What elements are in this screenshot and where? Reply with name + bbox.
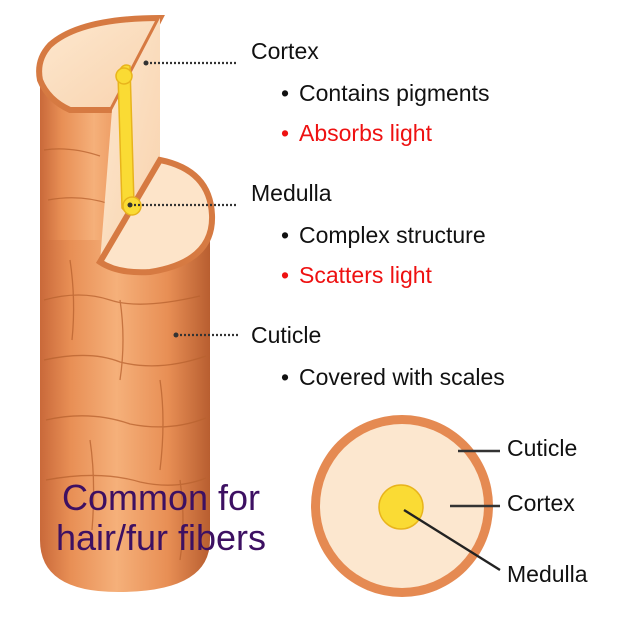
cortex-bullet-2: Absorbs light (281, 120, 432, 146)
cylinder-lower-body (40, 220, 210, 592)
cross-section (311, 415, 501, 597)
top-cut-face (36, 14, 165, 113)
caption-line-2: hair/fur fibers (55, 517, 267, 558)
medulla-bullet-2: Scatters light (281, 262, 432, 288)
cuticle-title: Cuticle (251, 322, 322, 348)
cross-medulla-leader (403, 508, 501, 572)
cross-medulla-disk (378, 484, 424, 530)
leader-lines-3d (130, 61, 238, 337)
cuticle-scales (43, 148, 207, 561)
medulla-title: Medulla (251, 180, 332, 206)
caption: Common for hair/fur fibers (26, 478, 296, 558)
fiber-3d (36, 14, 216, 592)
cross-medulla-label: Medulla (507, 561, 588, 587)
cross-cuticle-label: Cuticle (507, 435, 578, 461)
caption-line-1: Common for (61, 477, 261, 518)
cortex-title: Cortex (251, 38, 319, 64)
cuticle-bullet-1: Covered with scales (281, 364, 505, 390)
cortex-bullet-1: Contains pigments (281, 80, 490, 106)
cross-cortex-label: Cortex (507, 490, 575, 516)
lower-cut-face (95, 156, 216, 276)
medulla-top-dot (115, 67, 133, 85)
medulla-bullet-1: Complex structure (281, 222, 486, 248)
